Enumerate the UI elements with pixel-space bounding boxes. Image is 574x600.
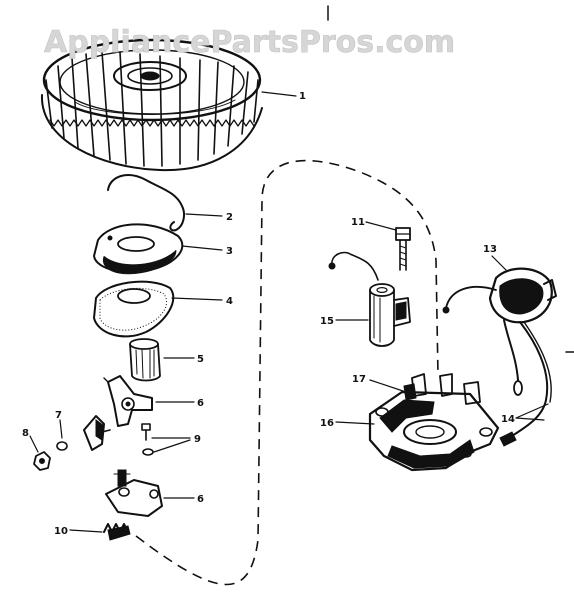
- callout-8: 8: [22, 428, 29, 439]
- small-spring: [103, 523, 131, 541]
- hex-nut: [33, 451, 51, 471]
- spring-clip: [107, 174, 185, 232]
- leader-3: [181, 245, 223, 251]
- watermark-text: AppliancePartsPros.com: [44, 25, 455, 60]
- cover-plate: [93, 223, 184, 275]
- callout-15: 15: [320, 316, 334, 327]
- condenser-screw: [395, 227, 411, 271]
- breaker-point-bracket: [83, 415, 111, 451]
- leader-14b: [515, 417, 545, 421]
- callout-11: 11: [351, 217, 365, 228]
- breaker-arm: [103, 375, 153, 427]
- cam-bushing: [129, 338, 161, 382]
- callout-17: 17: [352, 374, 366, 385]
- stator-plate: [368, 373, 500, 472]
- callout-3: 3: [226, 246, 233, 257]
- callout-10: 10: [54, 526, 68, 537]
- mounting-bracket: [105, 469, 163, 517]
- callout-13: 13: [483, 244, 497, 255]
- screws: [141, 423, 191, 456]
- callout-16: 16: [320, 418, 334, 429]
- ignition-coil: [442, 267, 557, 447]
- leader-17: [369, 379, 407, 393]
- callout-9: 9: [194, 434, 201, 445]
- gasket: [93, 280, 175, 338]
- callout-1: 1: [299, 91, 306, 102]
- callout-14: 14: [501, 414, 515, 425]
- callout-6: 6: [197, 398, 204, 409]
- washer: [56, 441, 68, 451]
- condenser: [328, 251, 411, 347]
- leader-1: [261, 91, 297, 97]
- assembly-dashed-line: [135, 159, 439, 586]
- callout-5: 5: [197, 354, 204, 365]
- leader-2: [185, 213, 223, 217]
- flywheel: [40, 38, 263, 172]
- leader-4: [171, 297, 223, 301]
- leader-11: [365, 221, 397, 231]
- leader-8: [29, 435, 39, 453]
- leader-10: [69, 529, 103, 533]
- leader-14a: [515, 403, 549, 419]
- callout-4: 4: [226, 296, 233, 307]
- callout-6b: 6: [197, 494, 204, 505]
- callout-2: 2: [226, 212, 233, 223]
- callout-7: 7: [55, 410, 62, 421]
- leader-13: [491, 255, 507, 271]
- leader-16: [335, 421, 375, 425]
- leader-7: [59, 419, 63, 439]
